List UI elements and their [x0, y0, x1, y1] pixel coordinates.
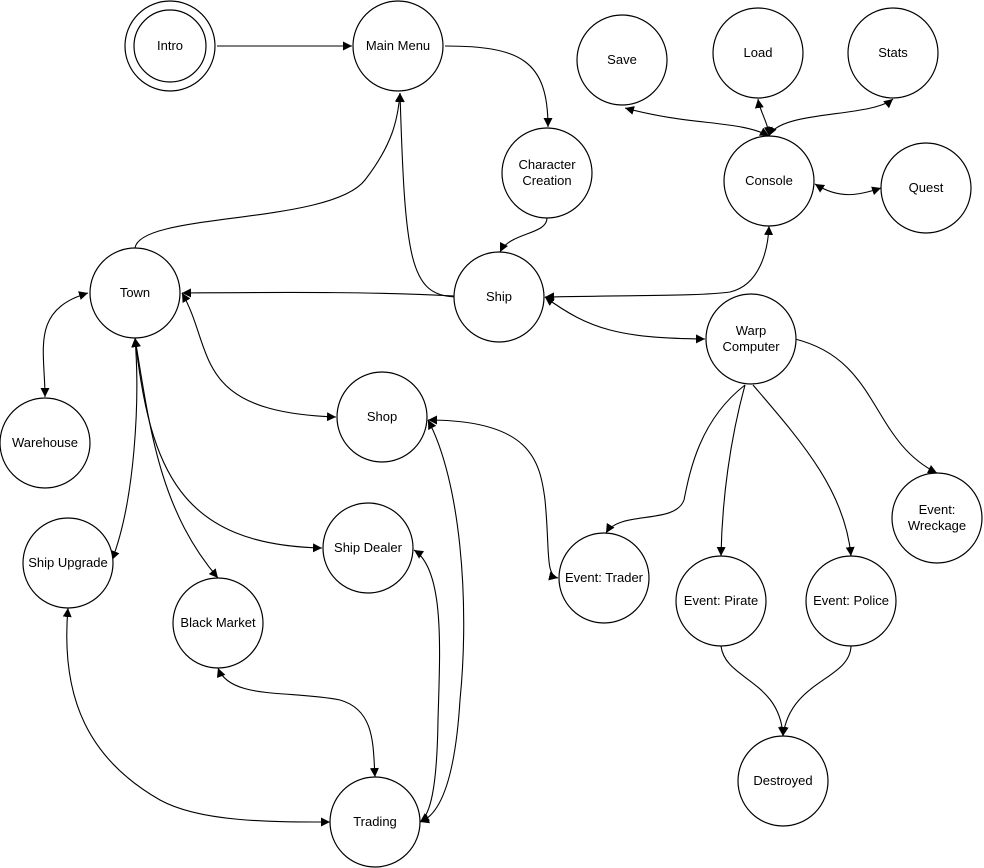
node-circle: [172, 577, 264, 669]
edge-ship-to-main-menu: [395, 92, 456, 298]
node-shop: Shop: [336, 371, 428, 463]
edge-event-police-to-destroyed: [779, 645, 852, 737]
node-label: Character: [518, 157, 576, 172]
node-label: Save: [607, 52, 637, 67]
edge-town-to-ship-dealer: [131, 337, 323, 553]
edge-warp-computer-to-event-trader: [605, 384, 746, 534]
node-load: Load: [712, 7, 804, 99]
edge-town-to-main-menu: [134, 92, 404, 249]
node-circle: [453, 251, 545, 343]
edge-town-to-black-market: [132, 337, 219, 579]
edge-event-pirate-to-destroyed: [720, 645, 788, 737]
node-circle: [805, 555, 897, 647]
edge-warp-computer-to-event-police: [752, 384, 855, 557]
node-label: Intro: [157, 38, 183, 53]
node-stats: Stats: [847, 7, 939, 99]
node-circle: [22, 517, 114, 609]
edge-town-to-shop: [181, 292, 337, 422]
node-circle: [352, 0, 444, 92]
node-label: Shop: [367, 409, 397, 424]
edge-ship-dealer-to-trading: [413, 549, 441, 823]
node-label: Wreckage: [908, 518, 966, 533]
node-event-police: Event: Police: [805, 555, 897, 647]
node-label: Event:: [919, 502, 956, 517]
node-label: Warp: [736, 323, 767, 338]
node-console: Console: [723, 135, 815, 227]
node-event-pirate: Event: Pirate: [675, 555, 767, 647]
node-trading: Trading: [329, 776, 421, 868]
node-label: Stats: [878, 45, 908, 60]
node-label: Computer: [722, 339, 780, 354]
node-circle: [737, 735, 829, 827]
node-circle: [576, 14, 668, 106]
node-circle: [558, 532, 650, 624]
node-main-menu: Main Menu: [352, 0, 444, 92]
node-black-market: Black Market: [172, 577, 264, 669]
node-circle: [847, 7, 939, 99]
start-state-inner-ring: [133, 9, 207, 83]
node-label: Quest: [909, 180, 944, 195]
edge-console-to-quest: [814, 183, 882, 196]
edge-town-to-warehouse: [40, 291, 89, 398]
node-circle: [329, 776, 421, 868]
node-warehouse: Warehouse: [0, 397, 91, 489]
node-circle: [0, 397, 91, 489]
node-label: Town: [120, 285, 150, 300]
node-label: Warehouse: [12, 435, 78, 450]
node-label: Ship Upgrade: [28, 555, 108, 570]
edge-console-to-stats: [768, 98, 894, 137]
edge-main-menu-to-character-creation: [444, 45, 553, 128]
edge-ship-to-warp-computer: [544, 296, 706, 344]
node-circle: [322, 502, 414, 594]
node-label: Creation: [522, 173, 571, 188]
node-ship: Ship: [453, 251, 545, 343]
node-label: Trading: [353, 814, 397, 829]
node-circle: [89, 247, 181, 339]
edges: [40, 41, 938, 827]
edge-ship-to-console: [544, 225, 774, 302]
node-circle: [891, 472, 983, 564]
node-circle: [501, 127, 593, 219]
node-town: Town: [89, 247, 181, 339]
node-circle: [712, 7, 804, 99]
edge-console-to-save: [624, 106, 770, 137]
edge-shop-to-event-trader: [427, 415, 559, 581]
node-circle: [723, 135, 815, 227]
node-circle: [705, 293, 797, 385]
node-label: Event: Trader: [565, 570, 644, 585]
node-quest: Quest: [880, 142, 972, 234]
edge-shop-to-trading: [419, 419, 465, 824]
node-ship-upgrade: Ship Upgrade: [22, 517, 114, 609]
node-label: Console: [745, 173, 793, 188]
edge-ship-upgrade-to-trading: [62, 607, 331, 827]
edge-console-to-load: [754, 98, 773, 137]
node-circle: [336, 371, 428, 463]
node-save: Save: [576, 14, 668, 106]
node-event-trader: Event: Trader: [558, 532, 650, 624]
edge-ship-to-town: [181, 288, 456, 298]
edge-character-creation-to-ship: [499, 217, 548, 253]
node-intro: Intro: [124, 0, 216, 92]
edge-town-to-ship-upgrade: [111, 337, 141, 561]
node-circle: [675, 555, 767, 647]
node-label: Event: Pirate: [684, 593, 758, 608]
node-ship-dealer: Ship Dealer: [322, 502, 414, 594]
node-label: Main Menu: [366, 38, 430, 53]
node-label: Destroyed: [753, 773, 812, 788]
node-label: Event: Police: [813, 593, 889, 608]
edge-black-market-to-trading: [216, 667, 379, 778]
node-event-wreckage: Event:Wreckage: [891, 472, 983, 564]
node-label: Ship: [486, 289, 512, 304]
edge-warp-computer-to-event-wreckage: [794, 338, 938, 474]
node-label: Load: [744, 45, 773, 60]
node-destroyed: Destroyed: [737, 735, 829, 827]
edge-warp-computer-to-event-pirate: [716, 384, 746, 557]
node-label: Ship Dealer: [334, 540, 403, 555]
node-label: Black Market: [180, 615, 256, 630]
node-circle: [880, 142, 972, 234]
